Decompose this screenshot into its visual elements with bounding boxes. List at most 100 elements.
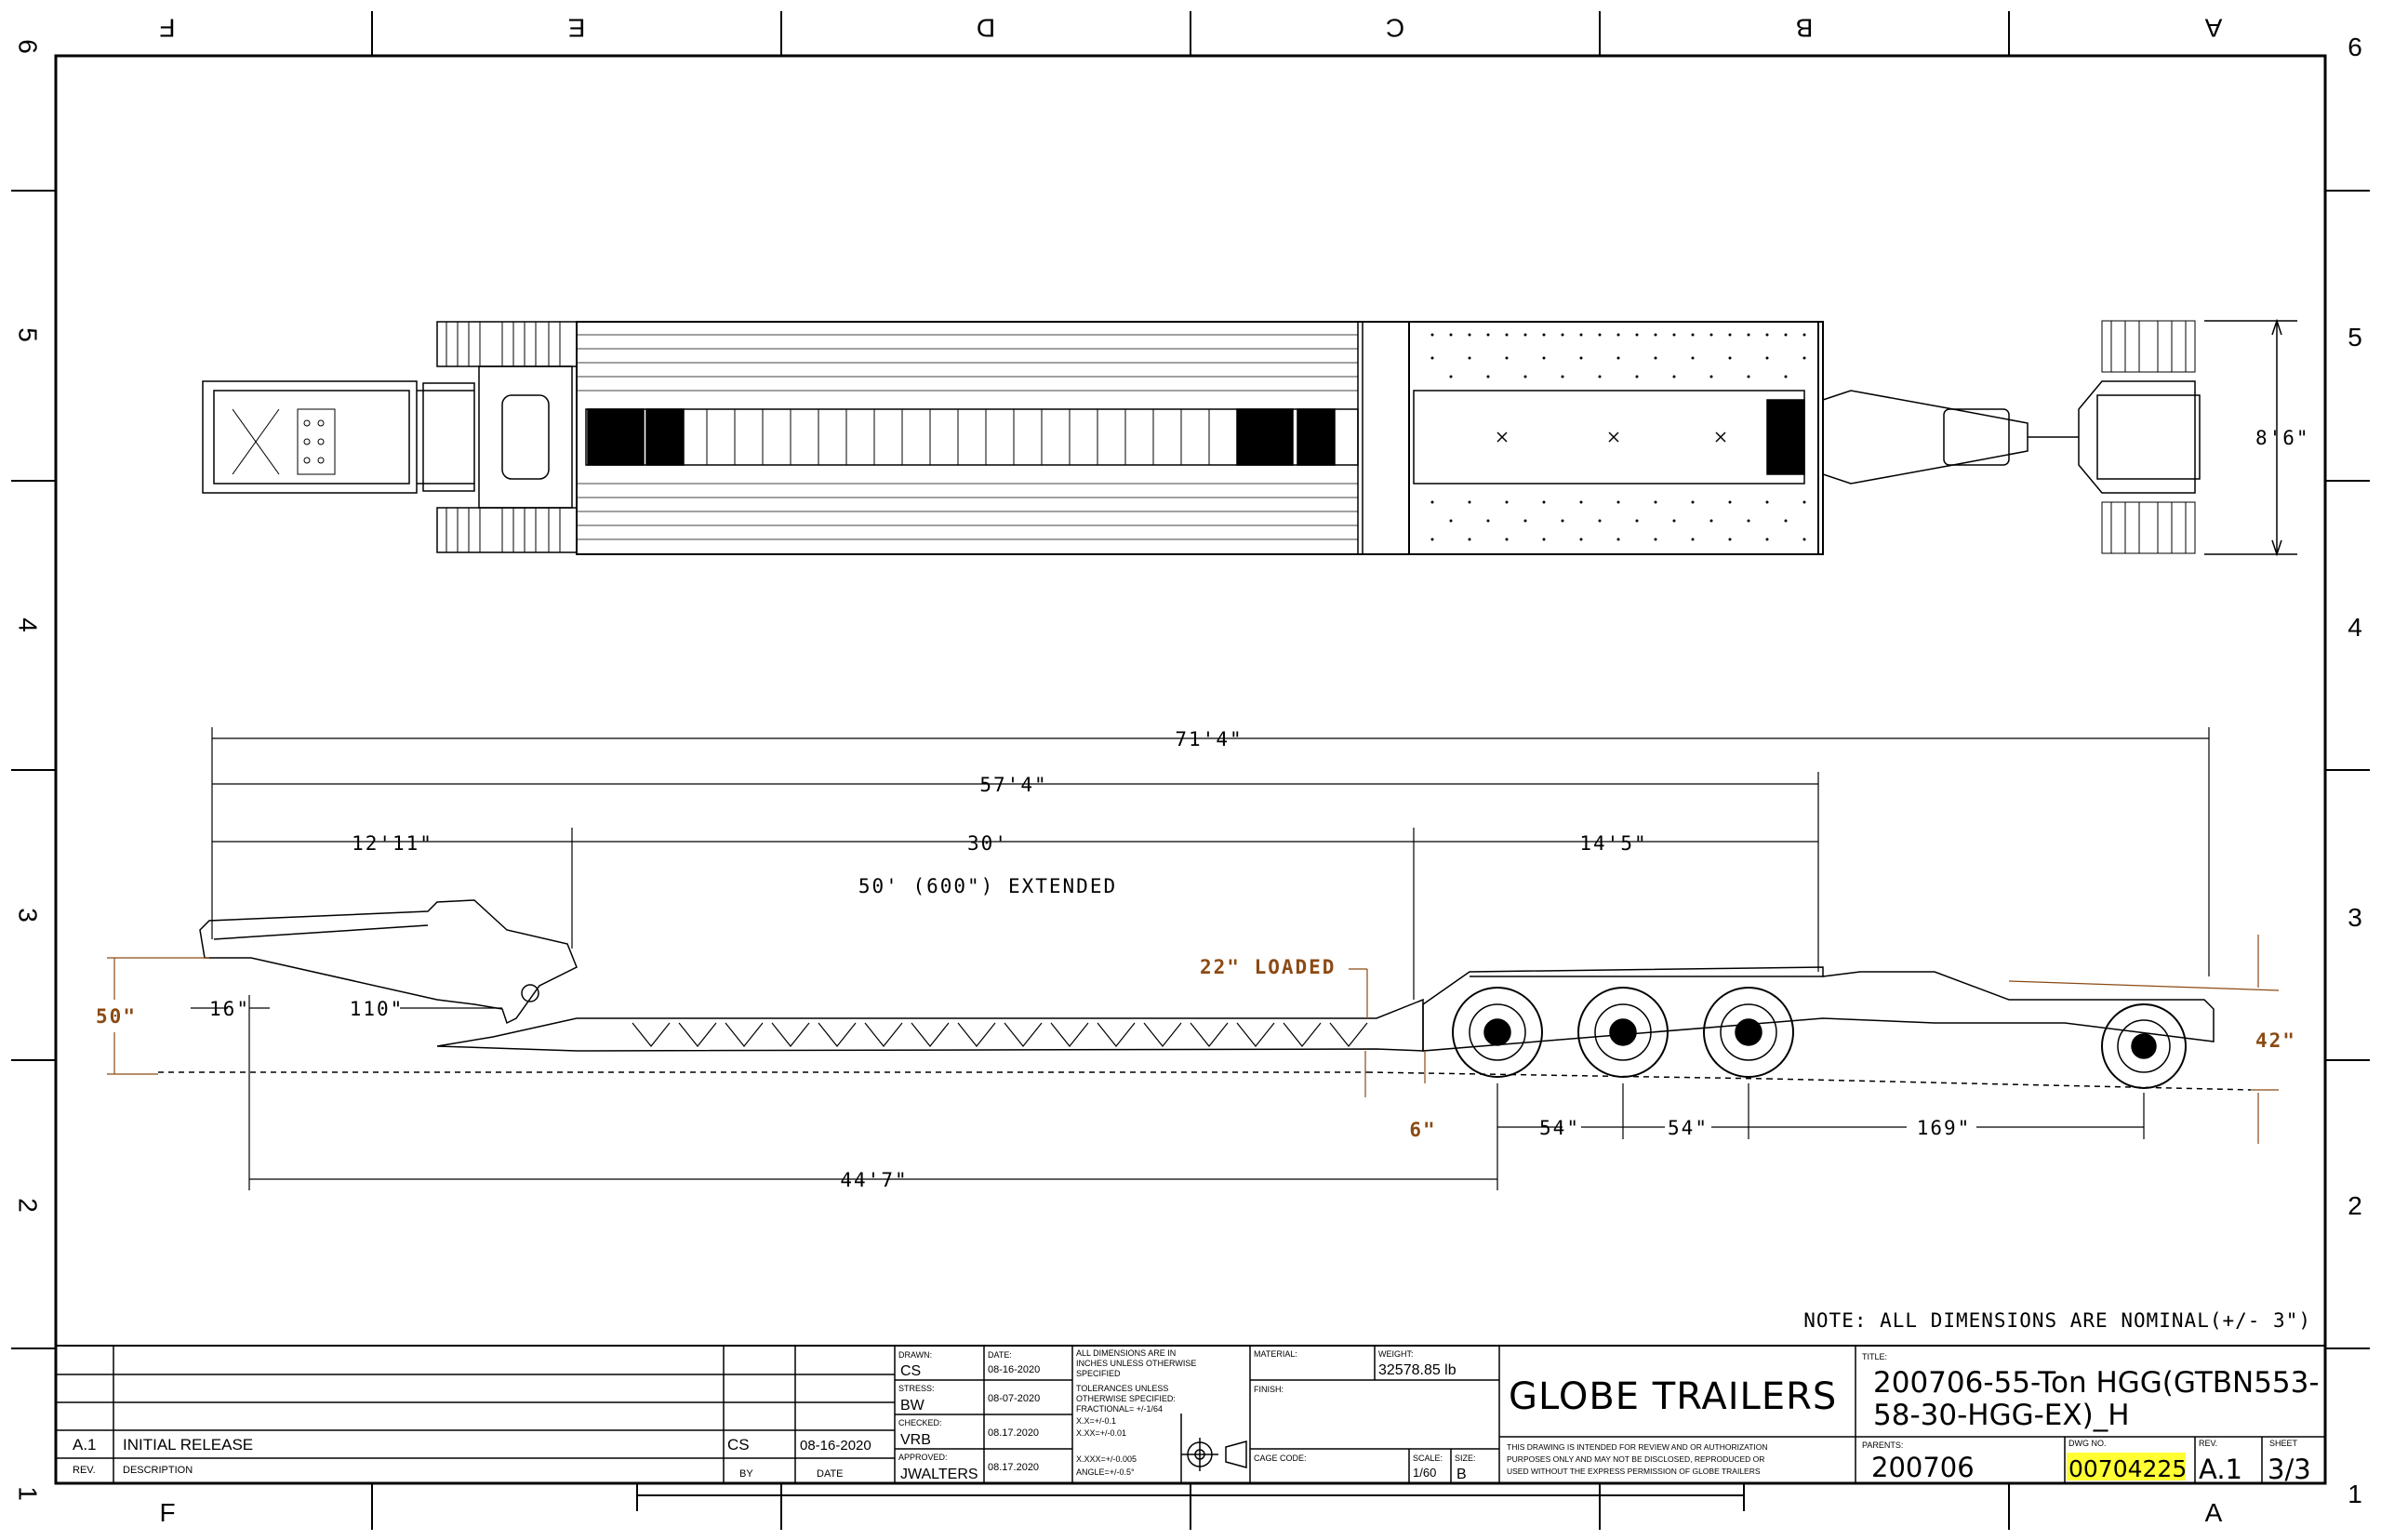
dimension-height-50: 50" — [96, 1005, 137, 1028]
dimension-clearance-6: 6" — [1409, 1119, 1436, 1141]
zone-labels-top: F E D C B A — [159, 14, 2222, 43]
zone-label-5-left: 5 — [14, 327, 43, 342]
accent-dimension-lines — [107, 935, 2280, 1144]
description-header: DESCRIPTION — [123, 1465, 193, 1476]
zone-label-3-right: 3 — [2348, 903, 2362, 932]
zone-label-2-left: 2 — [14, 1198, 43, 1213]
dimension-lines — [191, 727, 2210, 1190]
projection-symbol-icon — [1181, 1438, 1247, 1471]
tolerance-line: OTHERWISE SPECIFIED: — [1076, 1394, 1176, 1403]
dimension-axle-1: 54" — [1539, 1117, 1580, 1139]
parents-label: PARENTS: — [1862, 1440, 1903, 1450]
approved-label: APPROVED: — [898, 1453, 948, 1462]
by-header: BY — [739, 1468, 753, 1480]
approved-by: JWALTERS — [900, 1467, 978, 1482]
title-label: TITLE: — [1862, 1352, 1887, 1361]
disclaimer-line: PURPOSES ONLY AND MAY NOT BE DISCLOSED, … — [1507, 1454, 1764, 1464]
drawing-title-line-1: 200706-55-Ton HGG(GTBN553- — [1873, 1366, 2320, 1400]
cage-code-label: CAGE CODE: — [1254, 1454, 1307, 1463]
zone-label-3-left: 3 — [14, 908, 43, 923]
trailer-top-view — [202, 318, 2297, 557]
zone-label-A-bottom: A — [2205, 1498, 2223, 1527]
dimension-57-4: 57'4" — [979, 774, 1047, 796]
tolerance-line: ANGLE=+/-0.5° — [1076, 1467, 1135, 1477]
dimension-169: 169" — [1917, 1117, 1972, 1139]
disclaimer-line: USED WITHOUT THE EXPRESS PERMISSION OF G… — [1507, 1467, 1761, 1476]
finish-label: FINISH: — [1254, 1385, 1284, 1394]
tolerance-line: X.X=+/-0.1 — [1076, 1416, 1116, 1426]
tolerance-notes: ALL DIMENSIONS ARE IN INCHES UNLESS OTHE… — [1076, 1348, 1196, 1477]
dwg-no-value: 00704225 — [2068, 1455, 2187, 1482]
zone-label-F-bottom: F — [159, 1498, 175, 1527]
zone-label-2-right: 2 — [2348, 1191, 2362, 1220]
dimension-extended-note: 50' (600") EXTENDED — [858, 875, 1117, 897]
approved-date: 08.17.2020 — [988, 1462, 1039, 1473]
dimension-loaded: 22" LOADED — [1200, 956, 1336, 978]
drawing-border — [11, 11, 2370, 1530]
revision-rev: A.1 — [73, 1436, 97, 1454]
checked-date: 08.17.2020 — [988, 1427, 1039, 1439]
dimension-44-7: 44'7" — [840, 1169, 908, 1191]
tolerance-line: ALL DIMENSIONS ARE IN — [1076, 1348, 1176, 1358]
dimension-110: 110" — [350, 998, 405, 1020]
rev-label: REV. — [2199, 1439, 2217, 1448]
dimension-deck: 30' — [967, 832, 1008, 855]
revision-by: CS — [727, 1436, 750, 1454]
zone-label-1-left: 1 — [14, 1486, 43, 1501]
revision-date: 08-16-2020 — [800, 1438, 871, 1454]
zone-label-E-top: E — [568, 14, 586, 43]
dimension-axle-2: 54" — [1668, 1117, 1709, 1139]
tolerance-line: INCHES UNLESS OTHERWISE — [1076, 1359, 1196, 1368]
dwg-no-highlight — [2067, 1453, 2186, 1480]
zone-label-6-left: 6 — [14, 39, 43, 54]
zone-label-D-top: D — [977, 14, 995, 43]
stress-date: 08-07-2020 — [988, 1393, 1040, 1404]
dimension-overall: 71'4" — [1175, 728, 1243, 750]
dimension-height-42: 42" — [2255, 1029, 2296, 1052]
zone-label-5-right: 5 — [2348, 323, 2362, 352]
drawn-by: CS — [900, 1363, 921, 1379]
zone-label-A-top: A — [2204, 14, 2222, 43]
weight-label: WEIGHT: — [1378, 1349, 1414, 1359]
size-value: B — [1457, 1467, 1467, 1482]
dimension-gooseneck: 12'11" — [352, 832, 433, 855]
checked-label: CHECKED: — [898, 1418, 942, 1427]
zone-labels-right: 6 5 4 3 2 1 — [2348, 33, 2362, 1508]
checked-by: VRB — [900, 1432, 931, 1448]
rev-value: A.1 — [2199, 1454, 2242, 1485]
scale-value: 1/60 — [1413, 1466, 1436, 1480]
disclaimer-line: THIS DRAWING IS INTENDED FOR REVIEW AND … — [1507, 1442, 1768, 1452]
zone-label-B-top: B — [1796, 14, 1814, 43]
dimension-16: 16" — [209, 998, 250, 1020]
zone-labels-bottom: F A — [159, 1498, 2222, 1527]
stress-label: STRESS: — [898, 1384, 935, 1393]
material-label: MATERIAL: — [1254, 1349, 1297, 1359]
zone-label-4-right: 4 — [2348, 613, 2362, 642]
dimension-rear: 14'5" — [1579, 832, 1647, 855]
tolerance-line: FRACTIONAL= +/-1/64 — [1076, 1404, 1163, 1414]
zone-label-6-right: 6 — [2348, 33, 2362, 61]
weight-value: 32578.85 lb — [1378, 1362, 1457, 1378]
parents-value: 200706 — [1871, 1452, 1975, 1483]
date-header: DATE — [817, 1468, 844, 1480]
sheet-label: SHEET — [2269, 1439, 2298, 1448]
zone-label-C-top: C — [1386, 14, 1404, 43]
tolerance-line: TOLERANCES UNLESS — [1076, 1384, 1168, 1393]
nominal-note: NOTE: ALL DIMENSIONS ARE NOMINAL(+/- 3") — [1803, 1309, 2311, 1332]
drawing-title-line-2: 58-30-HGG-EX)_H — [1873, 1399, 2130, 1432]
rear-axle-wheels — [1452, 987, 2187, 1089]
zone-labels-left: 6 5 4 3 2 1 — [14, 39, 43, 1501]
sheet-value: 3/3 — [2268, 1454, 2311, 1485]
revision-description: INITIAL RELEASE — [123, 1436, 253, 1454]
dimension-width: 8'6" — [2255, 427, 2310, 449]
drawn-label: DRAWN: — [898, 1350, 932, 1360]
tolerance-line: X.XXX=+/-0.005 — [1076, 1454, 1137, 1464]
scale-label: SCALE: — [1413, 1454, 1443, 1463]
title-block-grid — [55, 1345, 2326, 1484]
drawn-date: 08-16-2020 — [988, 1364, 1040, 1375]
zone-label-4-left: 4 — [14, 617, 43, 632]
trailer-side-view — [158, 899, 2252, 1091]
size-label: SIZE: — [1455, 1454, 1476, 1463]
company-name: GLOBE TRAILERS — [1509, 1375, 1837, 1418]
